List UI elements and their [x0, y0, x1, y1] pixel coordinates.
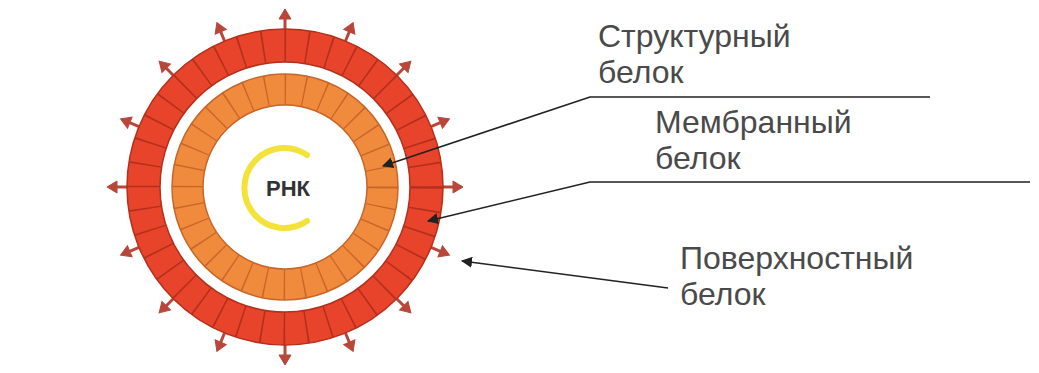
part-label: Структурный белок [598, 18, 870, 90]
rna-label: РНК [264, 176, 312, 202]
structural-ring [172, 74, 398, 300]
part-label: Мембранный белок [655, 104, 927, 176]
leader-line [428, 182, 1030, 221]
surface-spikes [107, 9, 463, 365]
membrane-ring [127, 29, 443, 345]
leader-line [462, 261, 668, 288]
part-label: Поверхностный белок [680, 240, 952, 312]
